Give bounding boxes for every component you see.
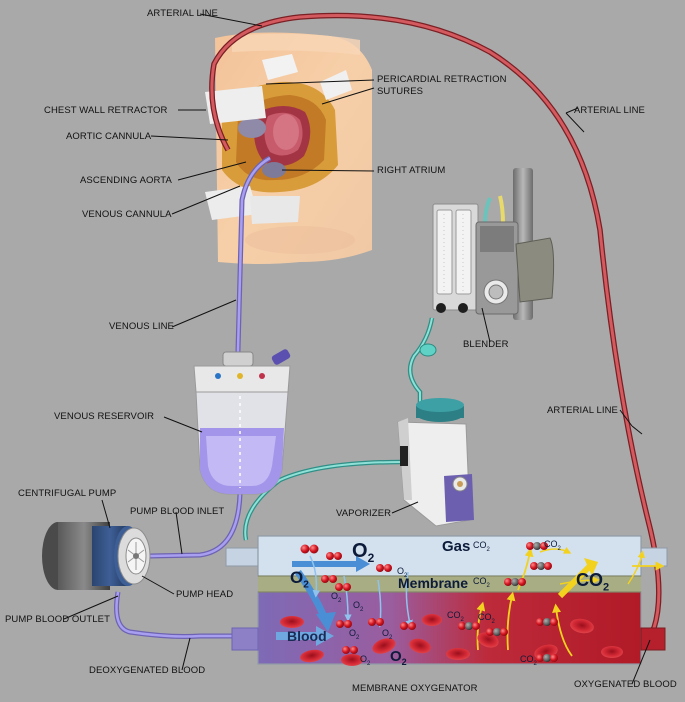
oxygenator-gas-label: Gas (442, 538, 471, 555)
o2-small-5: O2 (382, 628, 393, 641)
label-venous-cannula: VENOUS CANNULA (82, 209, 172, 220)
o2-small-6: O2 (360, 654, 371, 667)
vaporizer (397, 398, 474, 527)
label-blender: BLENDER (463, 339, 509, 350)
o2-small-2: O2 (331, 591, 342, 604)
label-pericardial-sutures: PERICARDIAL RETRACTION (377, 74, 507, 85)
oxygen-molecules (300, 544, 416, 654)
label-venous-reservoir: VENOUS RESERVOIR (54, 411, 155, 422)
label-right-atrium: RIGHT ATRIUM (377, 165, 446, 176)
co2-flow-arrows (476, 546, 665, 657)
pump-inlet-tube (149, 493, 243, 559)
oxygenator-blood-label: Blood (287, 628, 327, 644)
label-vaporizer: VAPORIZER (336, 508, 392, 519)
co2-small-6: CO2 (520, 654, 537, 667)
label-oxygenated-blood: OXYGENATED BLOOD (574, 679, 677, 690)
co2-small-4: CO2 (447, 610, 464, 623)
co2-small-1: CO2 (473, 540, 490, 553)
o2-large-arrow: O2 (290, 568, 309, 591)
label-membrane-oxygenator: MEMBRANE OXYGENATOR (352, 683, 478, 694)
label-pump-head: PUMP HEAD (176, 589, 234, 600)
o2-small-1: O2 (397, 566, 408, 579)
oxygen-flow-arrows (276, 555, 413, 646)
membrane-oxygenator (225, 535, 668, 665)
co2-molecules (458, 542, 558, 662)
label-centrifugal-pump: CENTRIFUGAL PUMP (18, 488, 117, 499)
label-pump-blood-outlet: PUMP BLOOD OUTLET (5, 614, 110, 625)
co2-small-5: CO2 (478, 612, 495, 625)
chest-wall-retractor (205, 54, 352, 224)
leader-lines (63, 13, 651, 685)
label-ascending-aorta: ASCENDING AORTA (80, 175, 172, 186)
o2-small-4: O2 (349, 628, 360, 641)
label-pericardial-sutures-line2: SUTURES (377, 86, 424, 97)
centrifugal-pump (42, 522, 151, 590)
label-aortic-cannula: AORTIC CANNULA (66, 131, 152, 142)
label-chest-wall-retractor: CHEST WALL RETRACTOR (44, 105, 168, 116)
co2-small-3: CO2 (473, 576, 490, 589)
label-arterial-line-top: ARTERIAL LINE (147, 8, 218, 19)
blender (419, 195, 555, 357)
oxygenator-membrane-label: Membrane (398, 575, 469, 591)
label-arterial-line-right: ARTERIAL LINE (574, 105, 645, 116)
label-deoxygenated-blood: DEOXYGENATED BLOOD (89, 665, 206, 676)
label-venous-line: VENOUS LINE (109, 321, 174, 332)
co2-large-gas: CO2 (576, 570, 610, 594)
o2-large-blood: O2 (390, 648, 407, 667)
red-blood-cells (280, 614, 623, 666)
label-arterial-line-lower: ARTERIAL LINE (547, 405, 618, 416)
o2-small-3: O2 (353, 600, 364, 613)
venous-reservoir (193, 349, 291, 495)
label-pump-blood-inlet: PUMP BLOOD INLET (130, 506, 225, 517)
o2-large-gas: O2 (352, 540, 375, 565)
co2-small-2: CO2 (544, 539, 561, 552)
